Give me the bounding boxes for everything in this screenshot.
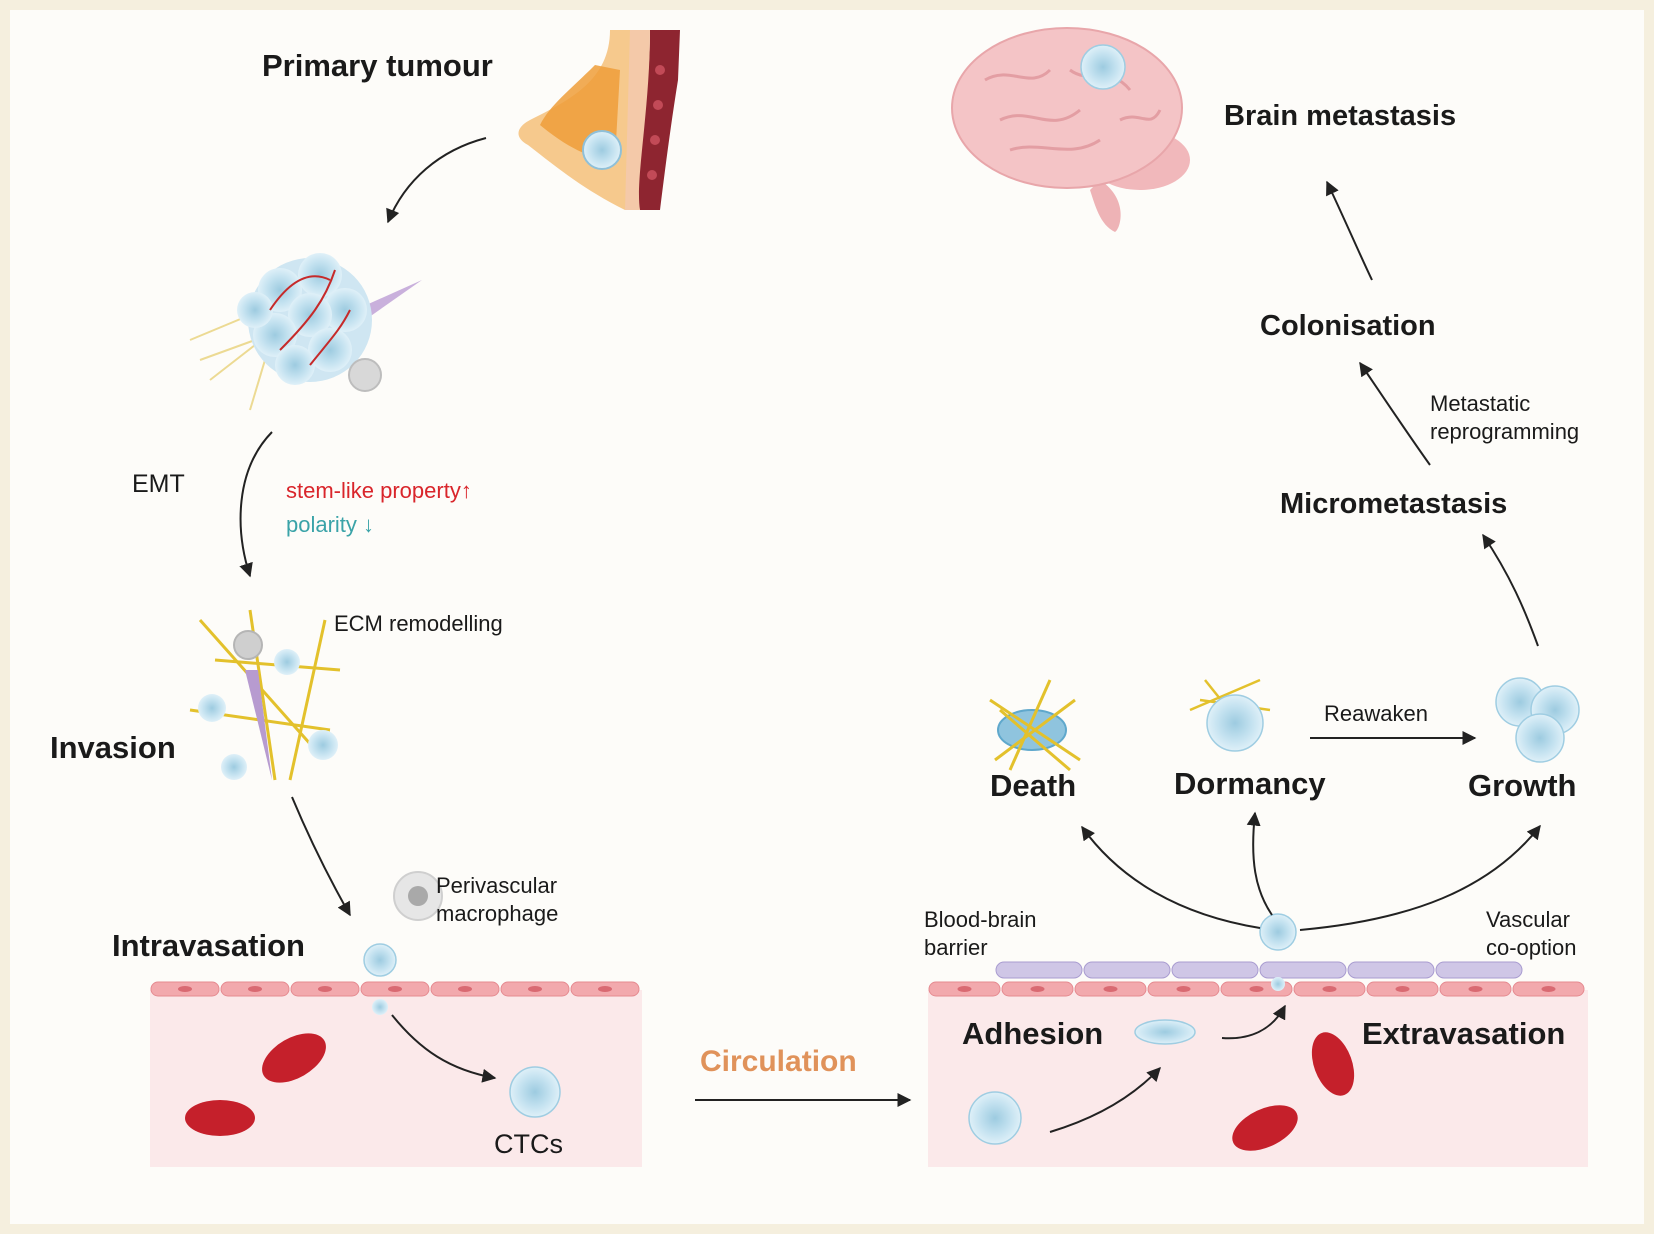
label-adhesion: Adhesion	[962, 1016, 1104, 1051]
arrow-colonisation-to-brain	[1326, 180, 1373, 281]
tumour-cluster-illustration	[189, 253, 422, 411]
label-circulation: Circulation	[700, 1045, 857, 1078]
metastasis-diagram	[150, 27, 1588, 1167]
breast-illustration	[518, 30, 680, 210]
vessel-wall-nucleus	[178, 986, 192, 992]
vessel-wall-nucleus	[1249, 986, 1264, 992]
vessel-wall-cell	[1347, 961, 1435, 979]
left-blood-vessel	[150, 943, 642, 1167]
brain-illustration	[951, 27, 1190, 232]
arrow-micrometastasis-to-colonisation	[1359, 361, 1431, 466]
vessel-wall-nucleus	[458, 986, 472, 992]
label-primary-tumour: Primary tumour	[262, 48, 493, 83]
vessel-wall-cell	[1083, 961, 1171, 979]
vessel-wall-nucleus	[1103, 986, 1118, 992]
label-death: Death	[990, 768, 1077, 803]
label-dormancy: Dormancy	[1174, 766, 1326, 801]
arrow-intravasation-to-ctcs	[391, 1014, 497, 1083]
vessel-wall-nucleus	[318, 986, 332, 992]
label-emt: EMT	[132, 470, 185, 498]
vessel-wall-nucleus	[1030, 986, 1045, 992]
arrow-growth-to-micrometastasis	[1482, 533, 1539, 647]
vessel-wall-nucleus	[1322, 986, 1337, 992]
label-reawaken: Reawaken	[1324, 701, 1428, 726]
vessel-wall-nucleus	[1395, 986, 1410, 992]
label-growth: Growth	[1468, 768, 1577, 803]
label-polarity: polarity ↓	[286, 512, 375, 537]
vessel-wall-nucleus	[957, 986, 972, 992]
arrow-to-growth	[1299, 824, 1541, 931]
vessel-wall-nucleus	[1541, 986, 1556, 992]
label-perivascular-macrophage: Perivascular macrophage	[436, 873, 559, 926]
arrow-invasion-to-intravasation	[291, 796, 351, 917]
label-vascular-co-option: Vascular co-option	[1486, 907, 1577, 960]
vessel-wall-nucleus	[248, 986, 262, 992]
vessel-wall-nucleus	[528, 986, 542, 992]
arrow-to-death	[1081, 825, 1261, 929]
arrow-primary-to-cluster	[386, 137, 487, 224]
vessel-wall-cell	[995, 961, 1083, 979]
vessel-wall-cell	[1171, 961, 1259, 979]
label-micrometastasis: Micrometastasis	[1280, 488, 1508, 520]
label-brain-metastasis: Brain metastasis	[1224, 100, 1457, 132]
label-blood-brain-barrier: Blood-brain barrier	[924, 907, 1037, 960]
label-ecm-remodelling: ECM remodelling	[334, 611, 503, 636]
label-stem-like-property: stem-like property↑	[286, 478, 472, 503]
vessel-wall-cell	[1259, 961, 1347, 979]
diagram-frame: Primary tumour EMT stem-like property↑ p…	[10, 10, 1644, 1224]
vessel-wall-nucleus	[598, 986, 612, 992]
vessel-wall-nucleus	[1468, 986, 1483, 992]
vessel-wall-cell	[1435, 961, 1523, 979]
arrow-adhesion-2	[1221, 1004, 1286, 1040]
label-invasion: Invasion	[50, 730, 176, 765]
label-intravasation: Intravasation	[112, 928, 305, 963]
right-blood-vessel	[928, 913, 1588, 1167]
arrow-emt	[239, 431, 273, 578]
arrows	[239, 137, 1541, 1133]
label-extravasation: Extravasation	[1362, 1016, 1566, 1051]
arrow-adhesion-1	[1049, 1066, 1161, 1133]
fate-cells-illustration	[989, 677, 1580, 772]
arrow-to-dormancy	[1246, 811, 1273, 916]
invasion-illustration	[189, 609, 341, 781]
label-metastatic-reprogramming: Metastatic reprogramming	[1430, 391, 1580, 444]
vessel-wall-nucleus	[388, 986, 402, 992]
vessel-wall-nucleus	[1176, 986, 1191, 992]
label-colonisation: Colonisation	[1260, 310, 1436, 342]
label-ctcs: CTCs	[494, 1129, 563, 1159]
